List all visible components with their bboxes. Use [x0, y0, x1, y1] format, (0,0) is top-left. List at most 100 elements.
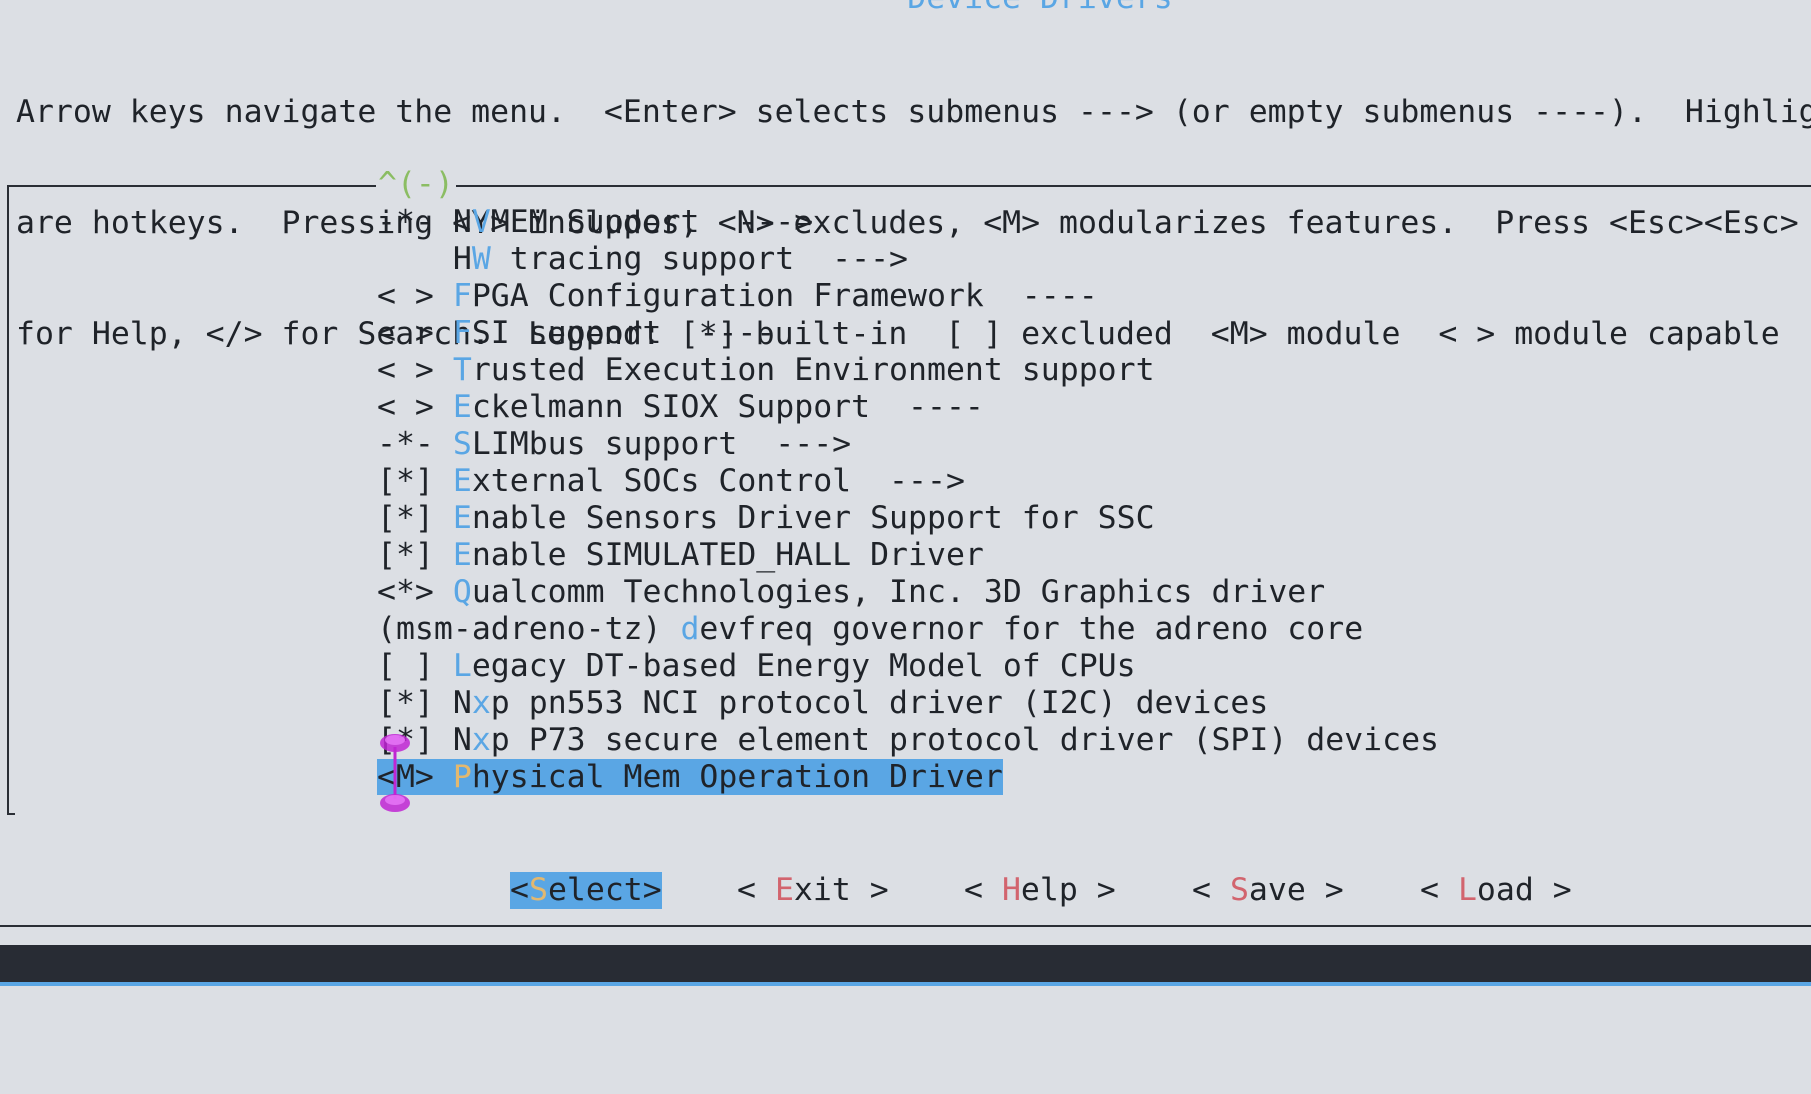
select-button-left: <	[510, 872, 529, 908]
item-hotkey: d	[680, 611, 700, 647]
help-line-1: Arrow keys navigate the menu. <Enter> se…	[16, 94, 1811, 130]
menu-item-nvmem[interactable]: -*- NVMEM Support --->	[377, 204, 1439, 241]
menu-item-hw-tracing[interactable]: HW tracing support --->	[377, 241, 1439, 278]
item-prefix: [ ]	[377, 648, 453, 684]
menu-item-nxp-p73[interactable]: [*] Nxp P73 secure element protocol driv…	[377, 722, 1439, 759]
item-hotkey: Q	[452, 574, 472, 610]
item-hotkey: L	[452, 648, 472, 684]
help-button-label: elp >	[1020, 872, 1116, 908]
help-button-left: <	[964, 872, 1002, 908]
menu-item-simulated-hall[interactable]: [*] Enable SIMULATED_HALL Driver	[377, 537, 1439, 574]
scroll-up-indicator: ^(-)	[376, 166, 456, 203]
menu-frame-left	[7, 185, 9, 815]
select-button[interactable]: <Select>	[510, 872, 662, 909]
item-hotkey: x	[471, 722, 491, 758]
item-hotkey: P	[452, 759, 472, 795]
menu-item-fpga[interactable]: < > FPGA Configuration Framework ----	[377, 278, 1439, 315]
item-label: LIMbus support --->	[471, 426, 852, 462]
item-label: evfreq governor for the adreno core	[699, 611, 1364, 647]
item-label: ualcomm Technologies, Inc. 3D Graphics d…	[471, 574, 1326, 610]
item-label: MEM Support --->	[490, 204, 814, 240]
menu-item-nxp-pn553[interactable]: [*] Nxp pn553 NCI protocol driver (I2C) …	[377, 685, 1439, 722]
window-title: Device Drivers	[0, 0, 1811, 16]
help-button-hotkey: H	[1001, 872, 1021, 908]
menu-item-slimbus[interactable]: -*- SLIMbus support --->	[377, 426, 1439, 463]
item-label: ckelmann SIOX Support ----	[471, 389, 984, 425]
help-line-2: are hotkeys. Pressing <Y> includes, <N> …	[16, 205, 1811, 241]
exit-button[interactable]: < Exit >	[737, 872, 889, 909]
item-hotkey: W	[471, 241, 491, 277]
menu-list: -*- NVMEM Support ---> HW tracing suppor…	[377, 204, 1439, 796]
item-prefix: (msm-adreno-tz)	[377, 611, 681, 647]
item-hotkey: V	[471, 204, 491, 240]
item-prefix	[377, 241, 453, 277]
item-prefix: -*-	[377, 426, 453, 462]
item-label: p P73 secure element protocol driver (SP…	[490, 722, 1440, 758]
item-hotkey: F	[452, 278, 472, 314]
menu-item-devfreq-governor[interactable]: (msm-adreno-tz) devfreq governor for the…	[377, 611, 1439, 648]
exit-button-left: <	[737, 872, 775, 908]
exit-button-label: xit >	[793, 872, 889, 908]
exit-button-hotkey: E	[774, 872, 794, 908]
save-button-label: ave >	[1248, 872, 1344, 908]
menu-frame-top	[7, 185, 1811, 187]
button-row: <Select> < Exit > < Help > < Save > < Lo…	[510, 872, 1572, 1094]
load-button-hotkey: L	[1457, 872, 1477, 908]
item-hotkey: E	[452, 463, 472, 499]
menu-item-legacy-energy-model[interactable]: [ ] Legacy DT-based Energy Model of CPUs	[377, 648, 1439, 685]
terminal-status-edge	[0, 982, 1811, 986]
select-button-hotkey: S	[528, 872, 548, 908]
load-button[interactable]: < Load >	[1420, 872, 1572, 909]
item-prefix: < >	[377, 352, 453, 388]
item-label: tracing support --->	[490, 241, 909, 277]
item-prefix: <*>	[377, 574, 453, 610]
save-button-hotkey: S	[1229, 872, 1249, 908]
menu-item-fsi[interactable]: < > FSI support ----	[377, 315, 1439, 352]
help-button[interactable]: < Help >	[964, 872, 1116, 909]
item-label: hysical Mem Operation Driver	[471, 759, 1003, 795]
load-button-left: <	[1420, 872, 1458, 908]
menu-item-siox[interactable]: < > Eckelmann SIOX Support ----	[377, 389, 1439, 426]
help-line-3: for Help, </> for Search. Legend: [*] bu…	[16, 316, 1780, 352]
item-label: rusted Execution Environment support	[471, 352, 1155, 388]
item-prefix: <M>	[377, 759, 453, 795]
item-hotkey: S	[452, 426, 472, 462]
item-label: xternal SOCs Control --->	[471, 463, 965, 499]
item-hotkey: T	[452, 352, 472, 388]
help-text: Arrow keys navigate the menu. <Enter> se…	[16, 20, 1811, 390]
select-button-label: elect>	[547, 872, 662, 908]
item-label-start: N	[452, 685, 472, 721]
save-button-left: <	[1192, 872, 1230, 908]
item-label: PGA Configuration Framework ----	[471, 278, 1098, 314]
menu-item-qualcomm-3d[interactable]: <*> Qualcomm Technologies, Inc. 3D Graph…	[377, 574, 1439, 611]
item-label-start: N	[452, 204, 472, 240]
item-hotkey: F	[452, 315, 472, 351]
item-prefix: [*]	[377, 685, 453, 721]
menu-item-external-socs[interactable]: [*] External SOCs Control --->	[377, 463, 1439, 500]
item-prefix: [*]	[377, 537, 453, 573]
item-hotkey: x	[471, 685, 491, 721]
item-hotkey: E	[452, 537, 472, 573]
save-button[interactable]: < Save >	[1192, 872, 1344, 909]
menu-item-sensors-ssc[interactable]: [*] Enable Sensors Driver Support for SS…	[377, 500, 1439, 537]
item-label: egacy DT-based Energy Model of CPUs	[471, 648, 1136, 684]
item-label: nable SIMULATED_HALL Driver	[471, 537, 984, 573]
item-label: SI support ----	[471, 315, 776, 351]
item-prefix: < >	[377, 315, 453, 351]
item-prefix: < >	[377, 278, 453, 314]
dialog-bottom-rule	[0, 925, 1811, 927]
item-label-start: H	[452, 241, 472, 277]
item-prefix: -*-	[377, 204, 453, 240]
item-hotkey: E	[452, 389, 472, 425]
item-label: nable Sensors Driver Support for SSC	[471, 500, 1155, 536]
item-label-start: N	[452, 722, 472, 758]
menu-item-tee[interactable]: < > Trusted Execution Environment suppor…	[377, 352, 1439, 389]
terminal-status-bar	[0, 945, 1811, 982]
menu-item-physical-mem-selected[interactable]: <M> Physical Mem Operation Driver	[377, 759, 1439, 796]
menu-frame-corner	[7, 813, 15, 815]
text-cursor-ibeam-icon	[380, 734, 410, 812]
load-button-label: oad >	[1476, 872, 1572, 908]
item-hotkey: E	[452, 500, 472, 536]
item-prefix: < >	[377, 389, 453, 425]
item-prefix: [*]	[377, 500, 453, 536]
